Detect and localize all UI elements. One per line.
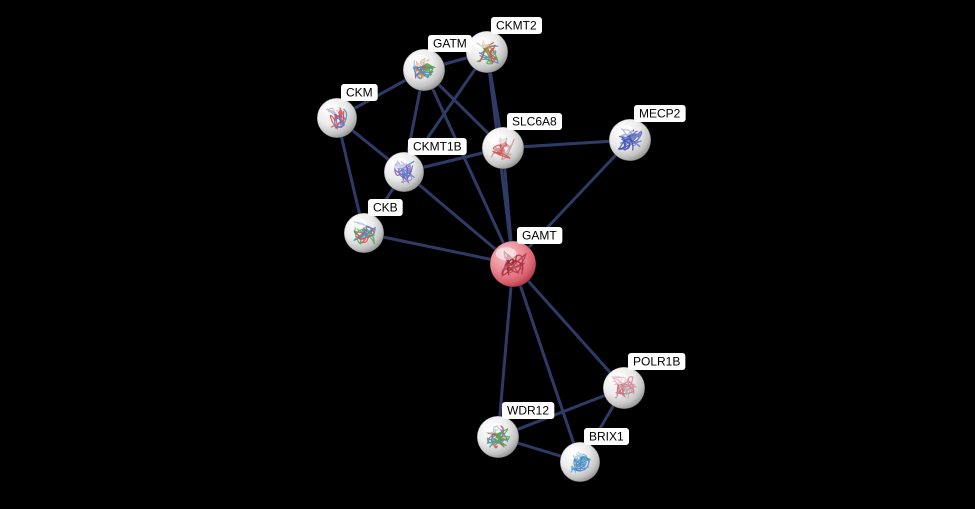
protein-structure-icon [490,137,515,160]
sphere-highlight [471,36,491,49]
node-label-pill [428,35,472,52]
edge-CKB-GAMT[interactable] [362,231,515,266]
sphere-highlight [495,247,517,261]
nodes-layer [316,30,652,483]
node-label-text: POLR1B [633,355,680,369]
node-label-pill [517,227,563,244]
edge-GAMT-BRIX1[interactable] [511,262,582,464]
edge-SLC6A8-MECP2[interactable] [501,138,632,150]
node-label-text: SLC6A8 [512,115,557,129]
node-label-GAMT[interactable]: GAMT [517,227,563,244]
node-label-pill [491,17,542,34]
node-label-CKB[interactable]: CKB [368,199,403,216]
node-label-CKM[interactable]: CKM [341,84,378,101]
sphere-highlight [389,157,407,169]
node-CKMT2[interactable] [465,30,509,74]
node-label-CKMT1B[interactable]: CKMT1B [408,138,467,155]
node-SLC6A8[interactable] [481,126,525,170]
node-label-text: CKMT2 [496,19,537,33]
sphere-highlight [349,218,367,230]
node-GATM[interactable] [402,48,446,92]
edge-MECP2-GAMT[interactable] [511,138,632,266]
node-label-pill [368,199,403,216]
node-POLR1B[interactable] [602,366,646,410]
sphere-highlight [565,447,583,459]
node-CKMT1B[interactable] [383,151,425,193]
node-label-text: MECP2 [639,107,681,121]
node-CKM[interactable] [316,97,358,139]
sphere-highlight [408,54,428,67]
edge-GAMT-POLR1B[interactable] [511,262,626,390]
node-label-SLC6A8[interactable]: SLC6A8 [507,113,563,130]
node-label-pill [634,105,686,122]
node-label-BRIX1[interactable]: BRIX1 [584,428,630,445]
sphere-highlight [322,103,340,115]
node-label-pill [408,138,467,155]
node-label-pill [502,402,555,419]
edge-GATM-GAMT[interactable] [422,68,515,266]
edge-WDR12-POLR1B[interactable] [496,386,626,439]
sphere-highlight [614,124,634,137]
node-label-text: GATM [433,37,467,51]
sphere-highlight [487,132,507,145]
sphere-highlight [482,421,502,434]
edge-GAMT-WDR12[interactable] [496,262,515,439]
protein-structure-icon [353,221,376,245]
node-label-pill [507,113,563,130]
node-label-text: CKB [373,201,398,215]
node-label-pill [584,428,630,445]
node-label-WDR12[interactable]: WDR12 [502,402,555,419]
node-label-pill [341,84,378,101]
sphere-highlight [608,372,628,385]
node-CKB[interactable] [343,212,385,254]
node-MECP2[interactable] [608,118,652,162]
node-label-CKMT2[interactable]: CKMT2 [491,17,542,34]
node-label-text: CKM [346,86,373,100]
node-label-text: BRIX1 [589,430,624,444]
node-BRIX1[interactable] [559,441,601,483]
node-label-MECP2[interactable]: MECP2 [634,105,686,122]
node-label-GATM[interactable]: GATM [428,35,472,52]
node-label-text: WDR12 [507,404,549,418]
edges-layer [335,50,632,464]
node-label-POLR1B[interactable]: POLR1B [628,353,686,370]
node-WDR12[interactable] [476,415,520,459]
node-label-text: GAMT [522,229,557,243]
node-label-pill [628,353,686,370]
node-GAMT[interactable] [489,240,537,288]
node-label-text: CKMT1B [413,140,462,154]
edge-CKMT1B-GAMT[interactable] [402,170,515,266]
